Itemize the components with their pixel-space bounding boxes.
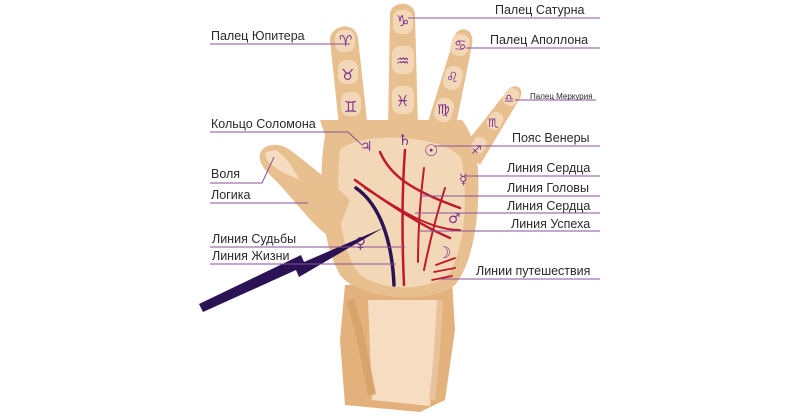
venus-icon: ♀ — [355, 234, 366, 252]
jupiter-icon: ♃ — [360, 139, 373, 155]
gemini-icon: ♊ — [344, 98, 357, 116]
label-success-line: Линия Успеха — [511, 217, 591, 231]
mars-icon: ♂ — [448, 211, 461, 227]
life-line — [354, 186, 396, 287]
taurus-icon: ♉ — [341, 66, 354, 84]
jupiter-finger — [330, 26, 368, 136]
label-heart-line-1: Линия Сердца — [507, 161, 591, 175]
label-will: Воля — [211, 167, 241, 181]
travel-line-1 — [435, 257, 456, 266]
virgo-icon: ♍ — [437, 102, 450, 118]
mercury-icon: ☿ — [459, 172, 468, 188]
label-fate-line: Линия Судьбы — [212, 232, 297, 246]
leader-lines — [210, 17, 600, 280]
scorpio-icon: ♏ — [488, 116, 499, 130]
capricorn-icon: ♑ — [396, 12, 409, 30]
apollo-finger — [428, 29, 473, 130]
heart-line-curve — [378, 150, 462, 210]
travel-line-2 — [433, 267, 456, 273]
label-mercury-finger: Палец Меркурия — [530, 92, 593, 101]
saturn-icon: ♄ — [398, 131, 411, 149]
mercury-finger — [462, 86, 522, 165]
finger-zodiac-symbols: ♈ ♉ ♊ ♑ ♒ ♓ ♋ ♌ ♍ ♎ ♏ ♐ — [339, 12, 514, 157]
fate-line-red — [401, 148, 407, 287]
pointer-arrow — [199, 228, 383, 312]
moon-icon: ☽ — [437, 243, 451, 262]
aries-icon: ♈ — [339, 32, 352, 50]
label-solomon-ring: Кольцо Соломона — [211, 117, 316, 131]
label-heart-line-2: Линия Сердца — [507, 199, 591, 213]
leo-icon: ♌ — [446, 70, 459, 86]
sagittarius-icon: ♐ — [471, 143, 482, 157]
label-logic: Логика — [211, 188, 251, 202]
palm-lines — [353, 148, 462, 287]
label-jupiter-finger: Палец Юпитера — [211, 29, 305, 43]
label-travel-lines: Линии путешествия — [476, 264, 591, 278]
label-life-line: Линия Жизни — [212, 249, 290, 263]
label-saturn-finger: Палец Сатурна — [495, 3, 585, 17]
travel-line-3 — [431, 275, 453, 281]
success-line-2 — [423, 187, 446, 271]
success-line-1 — [417, 167, 425, 263]
wrist — [340, 280, 455, 412]
libra-icon: ♎ — [504, 92, 514, 105]
aquarius-icon: ♒ — [396, 52, 409, 70]
label-apollo-finger: Палец Аполлона — [490, 33, 589, 47]
saturn-finger — [388, 3, 418, 128]
pisces-icon: ♓ — [396, 92, 409, 110]
label-venus-belt: Пояс Венеры — [512, 131, 590, 145]
palm-planet-symbols: ♃ ♄ ☉ ☿ ♂ ☽ ♀ — [355, 131, 468, 262]
head-line-branch — [364, 187, 461, 231]
cancer-icon: ♋ — [454, 38, 467, 54]
label-head-line: Линия Головы — [507, 181, 589, 195]
sun-icon: ☉ — [424, 141, 438, 160]
